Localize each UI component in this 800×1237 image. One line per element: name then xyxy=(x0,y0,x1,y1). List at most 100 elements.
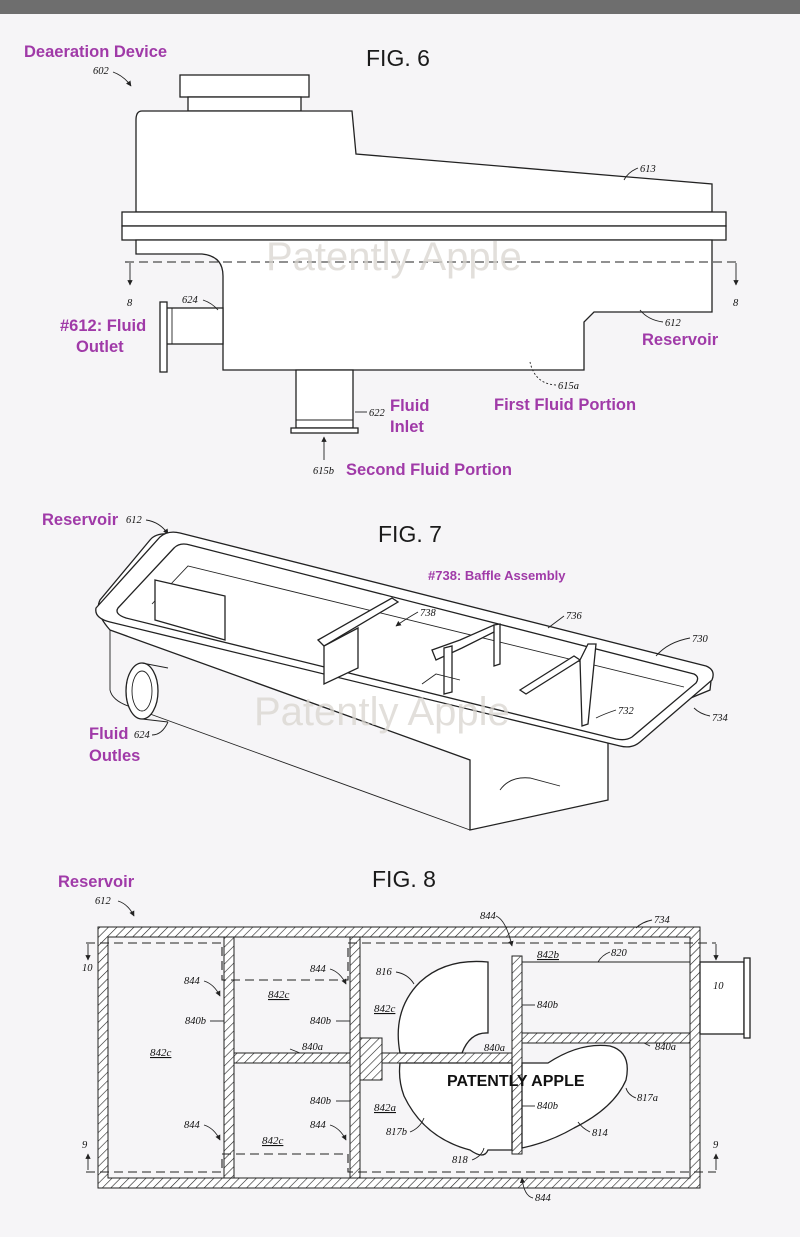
outlet-flange xyxy=(159,301,168,373)
leader-818 xyxy=(471,1147,485,1161)
ref-842c-c: 842c xyxy=(374,1003,396,1015)
inlet-flange xyxy=(290,427,359,434)
leader-730 xyxy=(655,637,691,657)
fig6-title: FIG. 6 xyxy=(366,45,430,71)
ref-818: 818 xyxy=(452,1155,469,1166)
wall-notch xyxy=(359,1037,383,1081)
ref-840b-d: 840b xyxy=(310,1096,331,1107)
outlet-pipe xyxy=(163,307,224,345)
fill-cap-neck xyxy=(187,96,302,112)
baffle-wall-2 xyxy=(316,597,400,647)
leader-844-top xyxy=(495,915,514,947)
ref-8a: 8 xyxy=(127,298,133,309)
ref-844a: 844 xyxy=(184,976,201,987)
ref-840b-b: 840b xyxy=(310,1016,331,1027)
leader-612-fig8 xyxy=(117,900,135,917)
leader-816 xyxy=(395,971,415,985)
ref-814: 814 xyxy=(592,1128,609,1139)
ref-612-fig8: 612 xyxy=(95,896,112,907)
baffle-wall-1 xyxy=(154,579,226,641)
ref-840a-c: 840a xyxy=(655,1042,676,1053)
ref-842a: 842a xyxy=(374,1102,397,1114)
device-callout: Deaeration Device xyxy=(24,43,167,61)
ref-840a-b: 840a xyxy=(484,1043,505,1054)
ref-844c: 844 xyxy=(184,1120,201,1131)
right-channel xyxy=(522,961,690,1034)
flange xyxy=(121,211,727,227)
ref-730: 730 xyxy=(692,634,709,645)
baffle-floor-line xyxy=(421,673,461,685)
leader-814 xyxy=(577,1121,591,1133)
fig8-title: FIG. 8 xyxy=(372,866,436,892)
ref-844b: 844 xyxy=(310,964,327,975)
reservoir-callout-fig8: Reservoir xyxy=(58,873,135,891)
leader-817a xyxy=(625,1087,637,1099)
ref-624-fig7: 624 xyxy=(134,730,151,741)
ref-734-fig8: 734 xyxy=(654,915,671,926)
wall-v1 xyxy=(223,936,235,1179)
wall-v3 xyxy=(511,955,523,1155)
ref-844-bottom: 844 xyxy=(535,1193,552,1204)
tub-foot xyxy=(499,777,561,791)
watermark-fig6: Patently Apple xyxy=(266,235,522,279)
ref-612-fig7: 612 xyxy=(126,515,143,526)
baffle-wall-6 xyxy=(579,643,597,727)
baffle-callout: #738: Baffle Assembly xyxy=(428,568,566,583)
leader-624 xyxy=(202,299,219,311)
ref-842c-d: 842c xyxy=(262,1135,284,1147)
outlet-callout-line2: Outlet xyxy=(76,338,124,356)
ref-9b: 9 xyxy=(713,1140,719,1151)
ref-840b-e: 840b xyxy=(537,1101,558,1112)
leader-738 xyxy=(395,611,419,627)
second-fluid-callout: Second Fluid Portion xyxy=(346,461,512,479)
wall-v2 xyxy=(349,936,361,1179)
reservoir-body xyxy=(135,239,713,371)
leader-612 xyxy=(639,309,664,323)
leader-844b xyxy=(329,968,347,985)
outles-callout-line1: Fluid xyxy=(89,725,128,743)
reservoir-callout: Reservoir xyxy=(642,331,719,349)
leader-732 xyxy=(595,709,617,719)
ref-840b-c: 840b xyxy=(537,1000,558,1011)
chamber-upper-curve xyxy=(397,960,489,1054)
section-line-9 xyxy=(86,1153,716,1173)
baffle-post-1 xyxy=(443,645,453,695)
section-line-10 xyxy=(86,942,716,981)
upper-housing xyxy=(135,110,713,213)
fig7: FIG. 7 Reservoir 612 #738: Baffle Assemb… xyxy=(42,511,729,831)
ref-612: 612 xyxy=(665,318,682,329)
ref-842c-b: 842c xyxy=(268,989,290,1001)
wall-h1 xyxy=(233,1052,351,1064)
ref-622: 622 xyxy=(369,408,386,419)
fig7-title: FIG. 7 xyxy=(378,521,442,547)
ref-613: 613 xyxy=(640,164,656,175)
ref-732: 732 xyxy=(618,706,635,717)
leader-612-fig7 xyxy=(145,519,169,535)
ref-8b: 8 xyxy=(733,298,739,309)
ref-734: 734 xyxy=(712,713,729,724)
inlet-pipe xyxy=(295,369,354,429)
ref-844-top: 844 xyxy=(480,911,497,922)
top-bar xyxy=(0,0,800,14)
ref-738: 738 xyxy=(420,608,437,619)
ref-10b: 10 xyxy=(713,981,724,992)
center-label: PATENTLY APPLE xyxy=(447,1073,585,1090)
fill-cap xyxy=(179,74,310,98)
ref-842c-a: 842c xyxy=(150,1047,172,1059)
ref-842b: 842b xyxy=(537,949,560,961)
outlet-pipe-body xyxy=(141,662,169,723)
leader-602 xyxy=(112,71,132,87)
ref-844d: 844 xyxy=(310,1120,327,1131)
ref-820: 820 xyxy=(611,948,628,959)
first-fluid-callout: First Fluid Portion xyxy=(494,396,636,414)
leader-844-bottom xyxy=(519,1177,534,1199)
tub-rim-inner xyxy=(116,543,699,741)
leader-624-fig7 xyxy=(151,721,169,736)
leader-840a-c xyxy=(643,1042,651,1047)
ref-624: 624 xyxy=(182,295,199,306)
baffle-wall-3 xyxy=(323,626,359,686)
chamber-lower-right xyxy=(521,1044,628,1149)
ref-816: 816 xyxy=(376,967,393,978)
ref-817b: 817b xyxy=(386,1127,407,1138)
